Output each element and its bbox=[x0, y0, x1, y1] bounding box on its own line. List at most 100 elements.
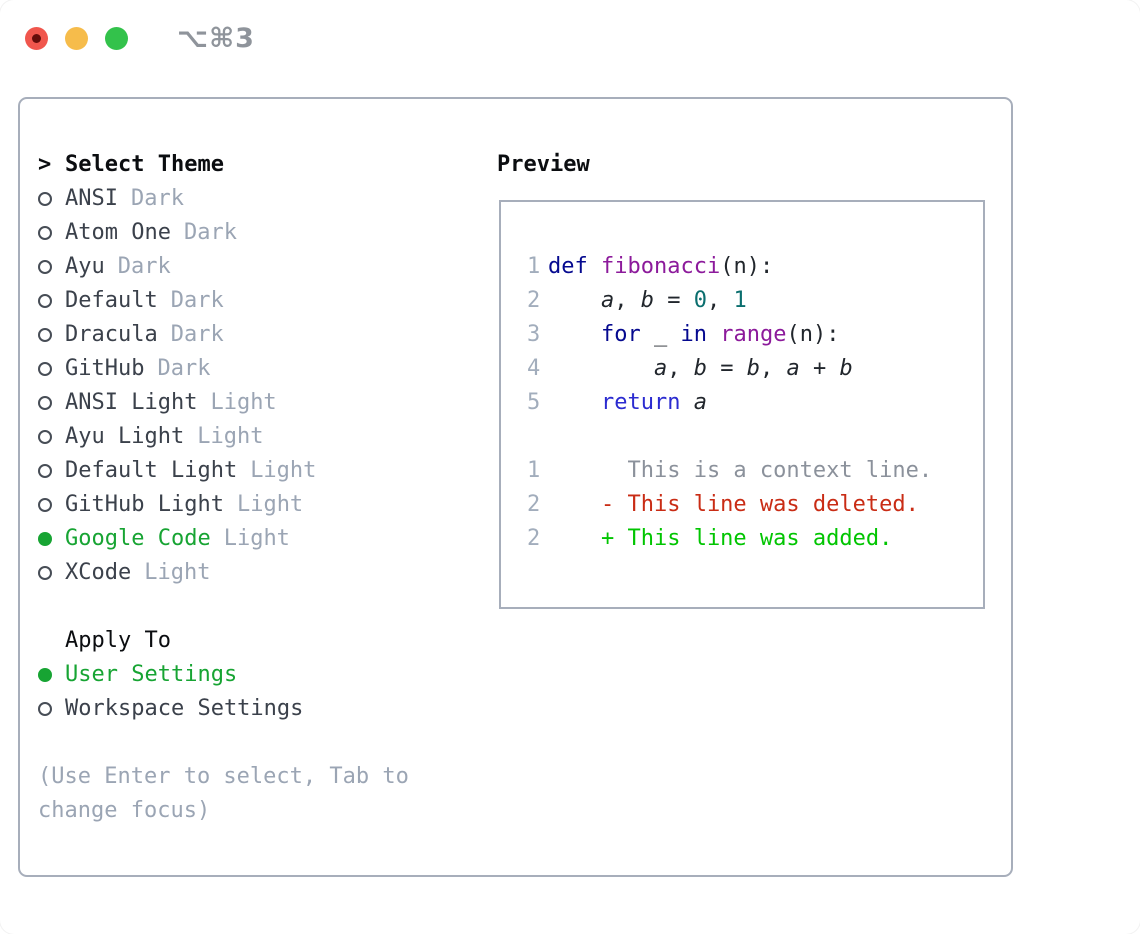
radio-icon bbox=[38, 464, 52, 478]
help-line-1: (Use Enter to select, Tab to bbox=[38, 764, 409, 789]
apply-option-label: Workspace Settings bbox=[65, 696, 304, 721]
theme-variant: Light bbox=[197, 424, 264, 449]
close-button[interactable] bbox=[25, 26, 48, 50]
theme-name: XCode bbox=[65, 560, 132, 585]
radio-selected-icon bbox=[38, 668, 52, 682]
help-line-2: change focus) bbox=[38, 798, 211, 823]
apply-option-user-settings[interactable]: User Settings bbox=[38, 658, 409, 692]
line-content: return a bbox=[600, 390, 707, 415]
title-bar: ⌥⌘3 bbox=[0, 0, 1140, 76]
zoom-button[interactable] bbox=[105, 26, 128, 50]
radio-cell bbox=[38, 396, 65, 410]
radio-icon bbox=[38, 226, 52, 240]
line-number: 3 bbox=[527, 322, 541, 347]
line-content: a, b = 0, 1 bbox=[600, 288, 747, 313]
radio-cell bbox=[38, 226, 65, 240]
theme-variant: Light bbox=[250, 458, 317, 483]
minimize-button[interactable] bbox=[65, 26, 88, 50]
select-theme-title: Select Theme bbox=[65, 152, 224, 177]
line-content: This is a context line. bbox=[548, 458, 933, 483]
theme-variant: Dark bbox=[170, 322, 224, 347]
line-content: a, b = b, a + b bbox=[653, 356, 853, 381]
radio-icon bbox=[38, 702, 52, 716]
radio-icon bbox=[38, 294, 52, 308]
theme-option-ansi-light[interactable]: ANSI Light Light bbox=[38, 386, 409, 420]
theme-name: Dracula bbox=[65, 322, 158, 347]
radio-cell bbox=[38, 328, 65, 342]
theme-name: Atom One bbox=[65, 220, 171, 245]
theme-name: ANSI Light bbox=[65, 390, 198, 415]
radio-cell bbox=[38, 430, 65, 444]
line-number: 4 bbox=[527, 356, 541, 381]
theme-option-atom-one[interactable]: Atom One Dark bbox=[38, 216, 409, 250]
code-line: 2 a, b = 0, 1 bbox=[527, 284, 983, 318]
apply-option-label: User Settings bbox=[65, 662, 238, 687]
line-number: 1 bbox=[527, 254, 541, 279]
select-theme-header: > Select Theme bbox=[38, 148, 409, 182]
theme-variant: Light bbox=[210, 390, 277, 415]
theme-variant: Dark bbox=[117, 254, 171, 279]
theme-name: Ayu Light bbox=[65, 424, 185, 449]
radio-icon bbox=[38, 396, 52, 410]
radio-cell bbox=[38, 532, 65, 546]
line-content: for _ in range(n): bbox=[600, 322, 840, 347]
radio-cell bbox=[38, 498, 65, 512]
preview-title: Preview bbox=[497, 152, 590, 177]
radio-cell bbox=[38, 362, 65, 376]
apply-to-title: Apply To bbox=[65, 628, 171, 653]
code-line: 1 def fibonacci(n): bbox=[527, 250, 983, 284]
theme-variant: Dark bbox=[157, 356, 211, 381]
theme-variant: Light bbox=[236, 492, 304, 517]
apply-option-workspace-settings[interactable]: Workspace Settings bbox=[38, 692, 409, 726]
line-number: 2 bbox=[527, 492, 541, 517]
line-content: def fibonacci(n): bbox=[548, 254, 774, 279]
line-number: 2 bbox=[527, 526, 541, 551]
theme-name: Default bbox=[65, 288, 158, 313]
radio-icon bbox=[38, 362, 52, 376]
radio-icon bbox=[38, 566, 52, 580]
theme-name: ANSI bbox=[65, 186, 118, 211]
theme-option-ayu-light[interactable]: Ayu Light Light bbox=[38, 420, 409, 454]
radio-icon bbox=[38, 498, 52, 512]
radio-cell bbox=[38, 192, 65, 206]
preview-blank-line bbox=[527, 420, 983, 454]
radio-selected-icon bbox=[38, 532, 52, 546]
theme-variant: Dark bbox=[183, 220, 237, 245]
code-line: 4 a, b = b, a + b bbox=[527, 352, 983, 386]
line-number: 2 bbox=[527, 288, 541, 313]
radio-icon bbox=[38, 328, 52, 342]
theme-option-github[interactable]: GitHub Dark bbox=[38, 352, 409, 386]
theme-name: GitHub bbox=[65, 356, 145, 381]
theme-option-xcode[interactable]: XCode Light bbox=[38, 556, 409, 590]
radio-cell bbox=[38, 566, 65, 580]
line-number: 5 bbox=[527, 390, 541, 415]
apply-to-header: Apply To bbox=[38, 624, 409, 658]
radio-cell bbox=[38, 294, 65, 308]
diff-line: 1 This is a context line. bbox=[527, 454, 983, 488]
radio-icon bbox=[38, 430, 52, 444]
window-title: ⌥⌘3 bbox=[177, 22, 255, 54]
help-text: (Use Enter to select, Tab to change focu… bbox=[38, 760, 409, 828]
spacer bbox=[38, 590, 409, 624]
theme-option-dracula[interactable]: Dracula Dark bbox=[38, 318, 409, 352]
code-line: 3 for _ in range(n): bbox=[527, 318, 983, 352]
line-content: - This line was deleted. bbox=[548, 492, 919, 517]
theme-variant: Dark bbox=[170, 288, 224, 313]
theme-variant: Light bbox=[144, 560, 211, 585]
focus-caret-icon: > bbox=[38, 152, 52, 177]
line-number: 1 bbox=[527, 458, 541, 483]
theme-option-default[interactable]: Default Dark bbox=[38, 284, 409, 318]
radio-icon bbox=[38, 192, 52, 206]
radio-cell bbox=[38, 702, 65, 716]
line-content: + This line was added. bbox=[548, 526, 893, 551]
